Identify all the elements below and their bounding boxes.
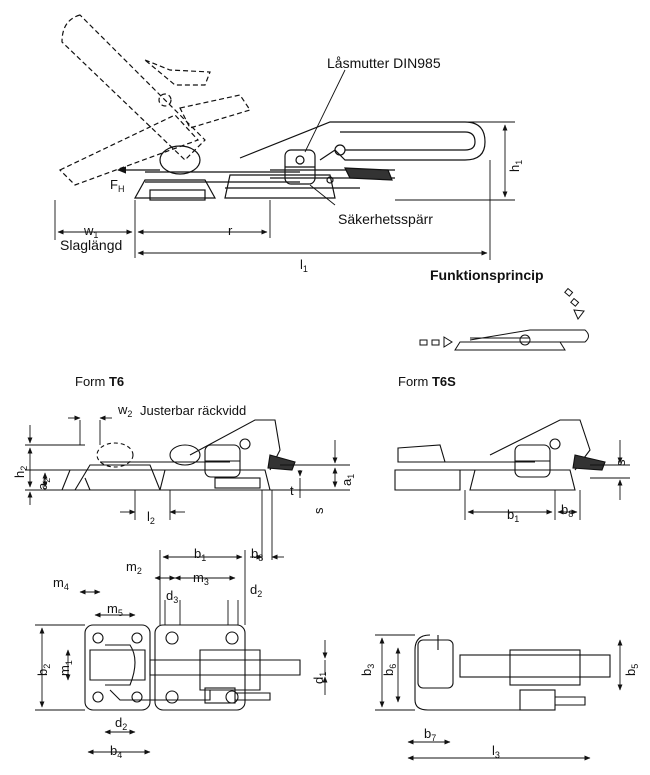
open-handle-phantom (58, 14, 251, 186)
dim-t: t (290, 483, 294, 498)
dim-s: s (311, 507, 326, 515)
dim-d3: d3 (166, 588, 179, 605)
dim-d1: d1 (311, 671, 328, 684)
dim-a2: a2 (35, 477, 52, 490)
dim-m1: m1 (57, 660, 74, 676)
form-t6s-top-view (414, 634, 611, 711)
dim-w1: w1 (84, 223, 99, 240)
stroke-label: Slaglängd (60, 237, 123, 253)
dim-b1-t6s: b1 (507, 507, 520, 524)
dim-b3: b3 (359, 663, 376, 676)
adjustable-reach-label: Justerbar räckvidd (140, 403, 247, 418)
safety-catch (344, 167, 393, 181)
function-principle-view (419, 287, 589, 351)
dim-b8-t6s: b8 (561, 502, 574, 519)
dim-b7: b7 (424, 726, 437, 743)
form-t6-view (61, 419, 296, 491)
dim-l1: l1 (300, 257, 308, 274)
form-t6s-view (394, 419, 606, 491)
lock-nut-label: Låsmutter DIN985 (327, 55, 441, 71)
dim-s-t6s: s (613, 459, 628, 467)
dim-b6: b6 (381, 663, 398, 676)
dim-b1: b1 (194, 546, 207, 563)
form-t6s-title: Form T6S (398, 374, 456, 389)
dim-d2-top: d2 (250, 582, 263, 599)
form-t6-title: Form T6 (75, 374, 125, 389)
clamp-base (224, 174, 336, 199)
dim-b5: b5 (623, 663, 640, 676)
function-principle-title: Funktionsprincip (430, 267, 544, 283)
dim-fh: FH (110, 177, 125, 194)
dim-l3: l3 (492, 743, 500, 760)
dim-m2: m2 (126, 559, 142, 576)
form-t6-top-view (84, 624, 301, 711)
dim-h2: h2 (12, 465, 29, 478)
dim-l2: l2 (147, 509, 155, 526)
main-side-view (58, 14, 486, 201)
dim-r: r (228, 223, 233, 238)
dim-b2: b2 (35, 663, 52, 676)
dim-h1: h1 (507, 159, 524, 172)
dim-m4: m4 (53, 575, 69, 592)
dim-b8: b8 (251, 546, 264, 563)
hook-base (133, 179, 217, 199)
dim-w2: w2 (118, 402, 133, 419)
dim-d2-bottom: d2 (115, 715, 128, 732)
dim-m5: m5 (107, 601, 123, 618)
dim-b4: b4 (110, 743, 123, 760)
dim-m3: m3 (193, 570, 209, 587)
dim-a1: a1 (339, 473, 356, 486)
safety-catch-label: Säkerhetsspärr (338, 211, 433, 227)
closed-handle (239, 121, 486, 161)
